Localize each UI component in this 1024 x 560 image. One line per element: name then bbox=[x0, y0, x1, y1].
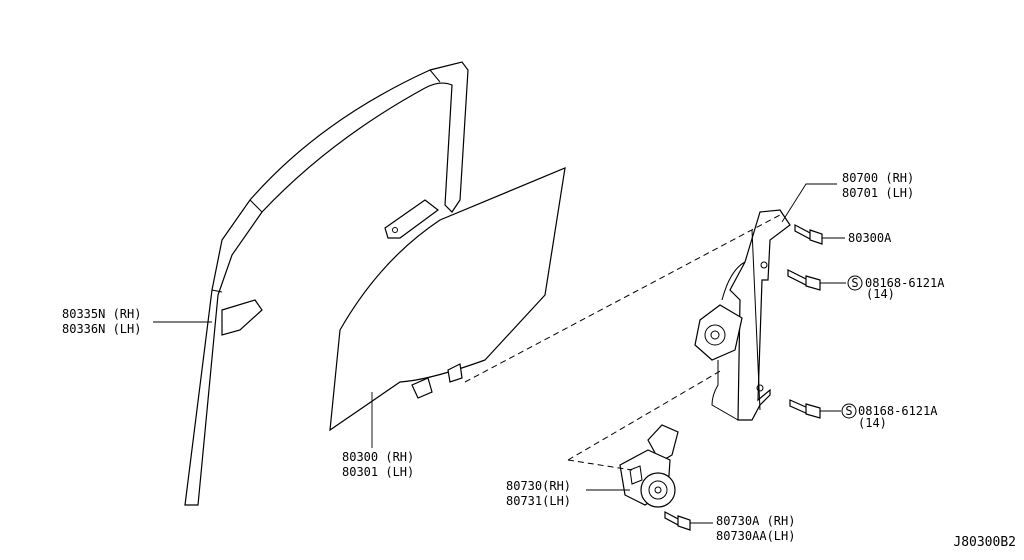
standard-part-symbol bbox=[841, 403, 857, 419]
screw-low bbox=[789, 399, 821, 419]
motor-dashed-line-lower bbox=[567, 459, 633, 471]
label-run-channel: 80335N (RH) 80336N (LH) bbox=[62, 307, 141, 336]
diagram-reference-code: J80300B2 bbox=[953, 535, 1016, 550]
label-glass-rh: 80300 (RH) bbox=[342, 450, 414, 464]
window-regulator bbox=[694, 209, 791, 421]
label-glass-lh: 80301 (LH) bbox=[342, 465, 414, 479]
label-motor: 80730(RH) 80731(LH) bbox=[506, 479, 571, 508]
label-run-channel-lh: 80336N (LH) bbox=[62, 322, 141, 336]
label-screw-mid-number: 08168-6121A bbox=[865, 276, 945, 290]
door-glass bbox=[329, 167, 566, 432]
standard-part-symbol-letter: S bbox=[845, 404, 852, 418]
label-motor-bolt-lh: 80730AA(LH) bbox=[716, 529, 795, 543]
leader-regulator bbox=[781, 183, 837, 223]
label-motor-lh: 80731(LH) bbox=[506, 494, 571, 508]
motor-to-regulator-dashed-line bbox=[567, 369, 723, 461]
bolt-80300a bbox=[794, 224, 823, 245]
label-screw-mid: S 08168-6121A (14) bbox=[847, 275, 945, 301]
label-screw-mid-qty: (14) bbox=[866, 287, 895, 301]
motor-bolt bbox=[664, 511, 691, 531]
label-screw-low-number: 08168-6121A bbox=[858, 404, 938, 418]
label-regulator-rh: 80700 (RH) bbox=[842, 171, 914, 185]
window-motor bbox=[619, 424, 679, 508]
label-motor-bolt-rh: 80730A (RH) bbox=[716, 514, 795, 528]
screw-mid bbox=[787, 269, 821, 291]
label-motor-bolt: 80730A (RH) 80730AA(LH) bbox=[716, 514, 795, 543]
label-screw-low: S 08168-6121A (14) bbox=[841, 403, 938, 430]
label-run-channel-rh: 80335N (RH) bbox=[62, 307, 141, 321]
standard-part-symbol bbox=[847, 275, 863, 291]
label-motor-rh: 80730(RH) bbox=[506, 479, 571, 493]
label-regulator-lh: 80701 (LH) bbox=[842, 186, 914, 200]
standard-part-symbol-letter: S bbox=[851, 276, 858, 290]
label-glass: 80300 (RH) 80301 (LH) bbox=[342, 450, 414, 479]
label-screw-low-qty: (14) bbox=[858, 416, 887, 430]
label-regulator: 80700 (RH) 80701 (LH) bbox=[842, 171, 914, 200]
glass-run-channel bbox=[184, 61, 469, 506]
label-bolt-top: 80300A bbox=[848, 231, 892, 245]
